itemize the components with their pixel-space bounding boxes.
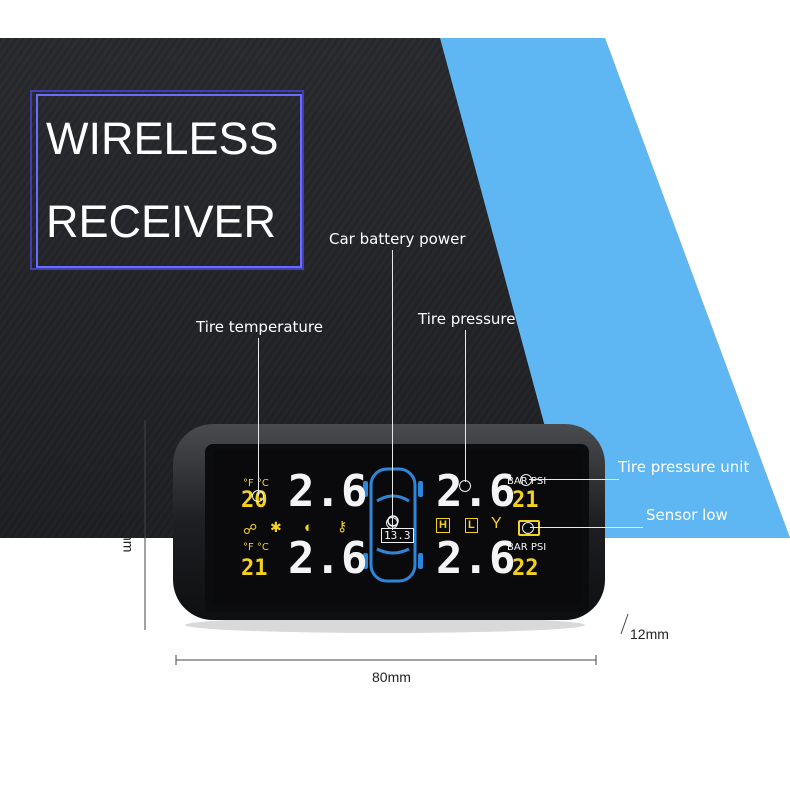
unit-bottom: BAR PSI [507,542,547,553]
pressure-front-left: 2.6 [288,466,368,517]
snow-icon: ✱ [270,519,282,535]
title-frame-outer [30,90,304,270]
dimension-width: 80mm [372,669,411,685]
callout-sensor: Sensor low [646,506,728,524]
pointer-pressure [465,330,466,482]
car-outline-icon [363,467,423,583]
pressure-rear-right: 2.6 [436,533,516,584]
title-line-1: WIRELESS [46,113,279,164]
callout-unit: Tire pressure unit [618,458,750,476]
pointer-sensor [530,527,643,528]
title-line-2: RECEIVER [46,196,277,247]
temp-unit-top: °F °C [243,478,269,489]
dark-background [0,38,790,538]
blue-accent-band [440,38,790,538]
key-icon: ⚷ [337,518,348,534]
callout-battery: Car battery power [329,230,466,248]
pointer-temperature [258,338,259,496]
marker-unit [520,474,532,486]
battery-low-icon [518,520,540,536]
temp-rear-left: 21 [241,556,268,581]
dimension-height: 37mm [120,513,137,553]
temp-unit-bottom: °F °C [243,542,269,553]
battery-voltage: 13.3 [381,528,414,543]
title-frame [36,94,302,268]
signal-icon: Y [491,515,502,532]
pressure-front-right: 2.6 [436,466,516,517]
indicator-high: H [436,518,450,533]
callout-temperature: Tire temperature [196,318,323,336]
marker-pressure [459,480,471,492]
temp-rear-right: 22 [512,556,539,581]
indicator-low: L [465,518,478,533]
marker-temperature [252,490,264,502]
pointer-battery [392,250,393,530]
pressure-rear-left: 2.6 [288,533,368,584]
link-icon: ☍ [243,521,258,537]
marker-battery [386,517,398,529]
tire-warning-icon: ◐ [304,519,314,536]
marker-sensor [522,522,534,534]
callout-pressure: Tire pressure [418,310,516,328]
temp-front-right: 21 [512,488,539,513]
pointer-unit [529,479,619,480]
dimension-depth: 12mm [630,626,669,642]
